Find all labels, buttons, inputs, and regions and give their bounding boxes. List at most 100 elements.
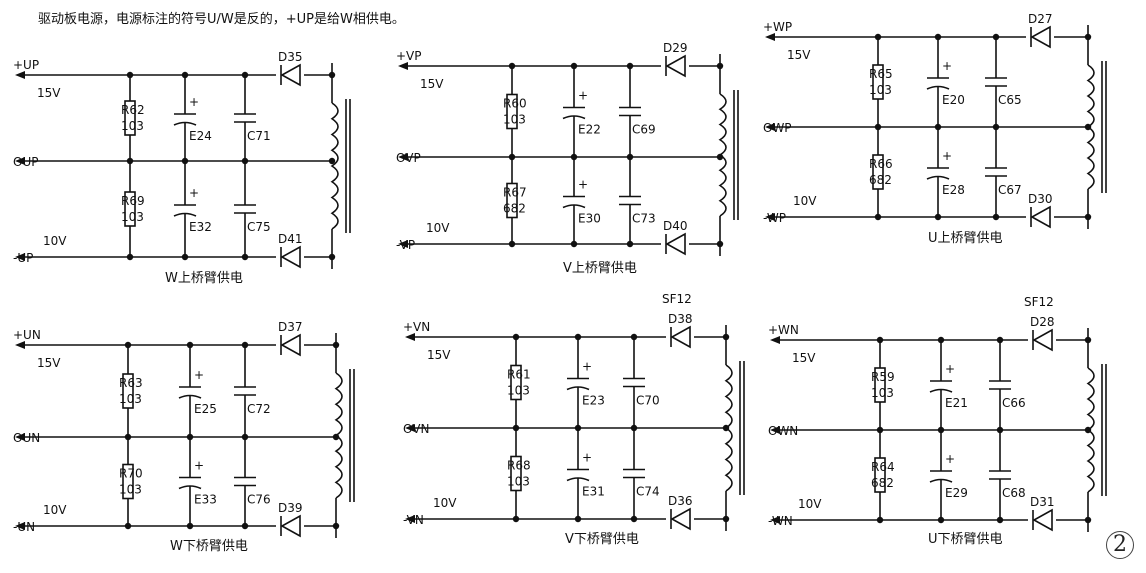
cap-plate-curved: [929, 388, 953, 393]
resistor-body: [124, 191, 136, 227]
resistor-name: R70: [119, 467, 143, 481]
cap-plate-curved: [566, 477, 590, 482]
junction-dot: [626, 62, 634, 70]
cap-plate-curved: [178, 485, 202, 490]
capacitor-name: E25: [194, 402, 217, 416]
terminal-arrow-icon: [398, 153, 408, 161]
junction-dot: [508, 62, 516, 70]
resistor-name: R64: [871, 460, 895, 474]
resistor-name: R62: [121, 103, 145, 117]
resistor-name: R60: [503, 97, 527, 111]
capacitor-name: C76: [247, 493, 271, 507]
resistor-name: R61: [507, 368, 531, 382]
terminal-mid-label: OWP: [763, 121, 792, 135]
diode-icon: [670, 325, 691, 349]
terminal-minus-label: -VP: [396, 238, 415, 252]
junction-dot: [874, 33, 882, 41]
panel-u-upper: R65103R66682+E20+E28C65C67D27D30+WP15VOW…: [763, 12, 1107, 246]
resistor-name: R68: [507, 459, 531, 473]
capacitor-name: E29: [945, 486, 968, 500]
resistor-value: 682: [503, 202, 526, 216]
diode-name: D40: [663, 219, 688, 233]
diode-name: D35: [278, 50, 303, 64]
terminal-arrow-icon: [770, 336, 780, 344]
terminal-plus-label: +WN: [768, 323, 799, 337]
capacitor-name: E30: [578, 212, 601, 226]
junction-dot: [186, 433, 194, 441]
junction-dot: [876, 426, 884, 434]
diode-name: D37: [278, 320, 303, 334]
junction-dot: [937, 426, 945, 434]
terminal-minus-label: -WN: [768, 514, 793, 528]
junction-dot: [186, 341, 194, 349]
capacitor-name: C75: [247, 220, 271, 234]
junction-dot: [722, 515, 730, 523]
junction-dot: [630, 515, 638, 523]
panel-caption: W上桥臂供电: [165, 271, 243, 286]
resistor-value: 103: [507, 475, 530, 489]
junction-dot: [328, 253, 336, 261]
junction-dot: [1084, 426, 1092, 434]
junction-dot: [181, 71, 189, 79]
junction-dot: [241, 433, 249, 441]
capacitor-name: C72: [247, 402, 271, 416]
junction-dot: [186, 522, 194, 530]
capacitor-name: C65: [998, 93, 1022, 107]
junction-dot: [992, 123, 1000, 131]
junction-dot: [508, 240, 516, 248]
resistor-name: R63: [119, 376, 143, 390]
capacitor-name: E32: [189, 220, 212, 234]
junction-dot: [570, 153, 578, 161]
resistor-name: R65: [869, 67, 893, 81]
capacitor-name: E31: [582, 485, 605, 499]
resistor-body: [510, 455, 522, 492]
polarity-plus-icon: +: [942, 149, 952, 163]
junction-dot: [241, 522, 249, 530]
terminal-plus-label: +VP: [396, 49, 422, 63]
diode-name: D30: [1028, 192, 1053, 206]
diode-name: D41: [278, 232, 303, 246]
junction-dot: [937, 336, 945, 344]
resistor-name: R69: [121, 194, 145, 208]
resistor-value: 103: [119, 483, 142, 497]
junction-dot: [332, 522, 340, 530]
voltage-minus-label: 10V: [43, 234, 67, 248]
terminal-arrow-icon: [405, 515, 415, 523]
voltage-plus-label: 15V: [37, 356, 61, 370]
resistor-value: 103: [121, 210, 144, 224]
capacitor-name: E20: [942, 93, 965, 107]
resistor-value: 103: [119, 392, 142, 406]
terminal-arrow-icon: [15, 157, 25, 165]
resistor-value: 103: [503, 113, 526, 127]
diode-icon: [1030, 25, 1051, 49]
diode-icon: [1032, 508, 1053, 532]
junction-dot: [332, 341, 340, 349]
cap-plate-curved: [926, 175, 950, 180]
polarity-plus-icon: +: [582, 360, 592, 374]
capacitor-name: C74: [636, 485, 660, 499]
resistor-body: [510, 364, 522, 401]
terminal-mid-label: OUN: [13, 431, 40, 445]
junction-dot: [722, 424, 730, 432]
voltage-minus-label: 10V: [433, 496, 457, 510]
panel-caption: V下桥臂供电: [565, 532, 639, 547]
capacitor-name: E24: [189, 129, 212, 143]
cap-plate-curved: [178, 394, 202, 399]
resistor-value: 103: [507, 384, 530, 398]
resistor-value: 103: [869, 83, 892, 97]
junction-dot: [126, 71, 134, 79]
junction-dot: [126, 157, 134, 165]
panel-v-lower: R61103R68103+E23+E31C70C74D38D36+VN15VOV…: [403, 292, 745, 547]
terminal-minus-label: -VN: [403, 513, 424, 527]
terminal-arrow-icon: [15, 253, 25, 261]
terminal-mid-label: OWN: [768, 424, 798, 438]
terminal-arrow-icon: [398, 62, 408, 70]
junction-dot: [716, 153, 724, 161]
resistor-body: [124, 100, 136, 136]
junction-dot: [996, 516, 1004, 524]
capacitor-name: C66: [1002, 396, 1026, 410]
junction-dot: [241, 253, 249, 261]
junction-dot: [570, 62, 578, 70]
resistor-body: [872, 154, 884, 190]
resistor-value: 103: [121, 119, 144, 133]
